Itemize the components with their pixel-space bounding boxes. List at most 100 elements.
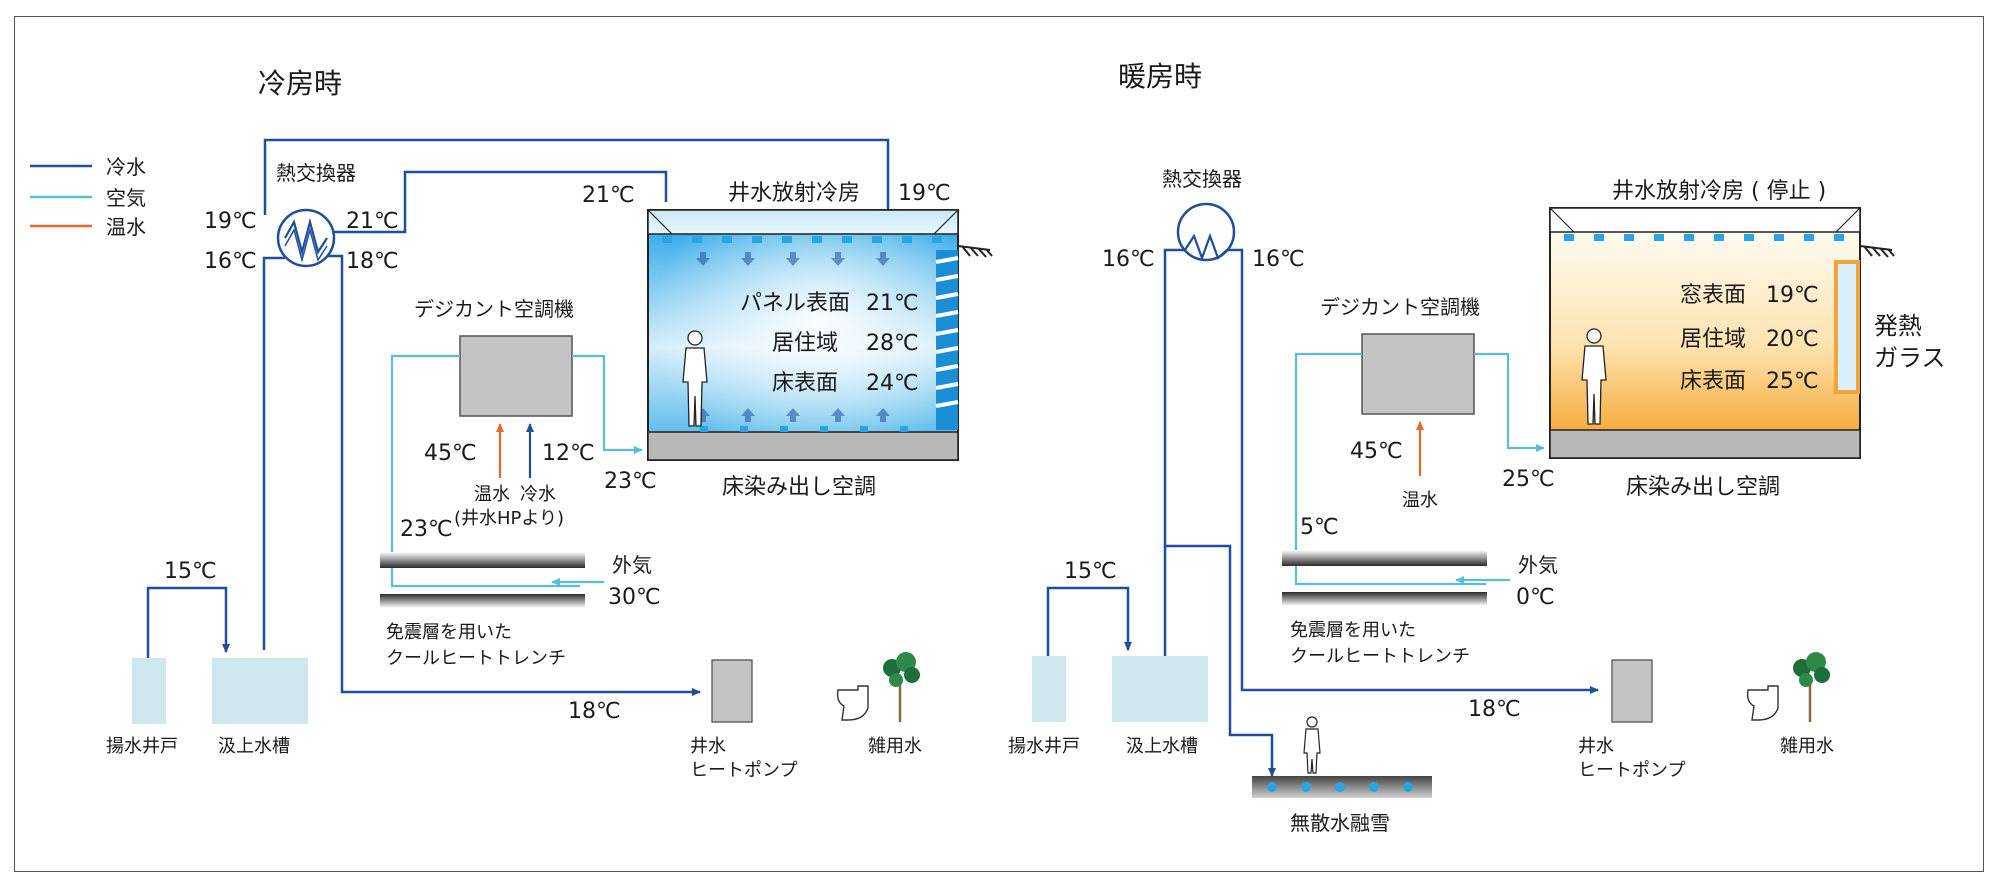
heating-tank-to-hx-pipe	[1163, 248, 1185, 656]
cooling-warm-label: 温水	[474, 484, 510, 505]
cooling-hx-temp-out-bottom: 18℃	[346, 249, 399, 274]
cooling-zone-label: 居住域	[772, 331, 838, 356]
cooling-zone-temp: 28℃	[866, 331, 919, 356]
cooling-well-label: 揚水井戸	[106, 736, 178, 757]
heating-hx-temp-right: 16℃	[1252, 247, 1305, 272]
heating-panel-dots	[1564, 234, 1844, 241]
cooling-hx-coil2-icon	[284, 227, 328, 263]
cooling-trench-line1: 免震層を用いた	[386, 622, 512, 643]
heating-zone-label: 居住域	[1680, 327, 1746, 352]
heating-radiant-panel	[1549, 207, 1861, 233]
heating-pedestrian-icon	[1303, 716, 1321, 774]
heating-trench-line2: クールヒートトレンチ	[1290, 646, 1470, 667]
cooling-well	[132, 658, 166, 724]
heating-toilet-icon	[1746, 685, 1779, 721]
cooling-hx-temp-in-bottom: 16℃	[204, 249, 257, 274]
heating-snow-melt-label: 無散水融雪	[1290, 811, 1390, 835]
diagram-frame	[14, 16, 1984, 872]
heating-tank	[1112, 656, 1208, 722]
cooling-room-title: 井水放射冷房	[728, 181, 860, 206]
cooling-title: 冷房時	[258, 67, 342, 100]
heating-outside-label: 外気	[1518, 553, 1558, 577]
legend-cold-water-label: 冷水	[106, 155, 146, 179]
cooling-hx-temp-out-top: 21℃	[346, 209, 399, 234]
cooling-supply-pipe	[263, 138, 892, 227]
heating-heat-pump	[1611, 659, 1653, 723]
heating-window-temp: 19℃	[1766, 283, 1819, 308]
heating-desiccant-label: デジカント空調機	[1320, 295, 1480, 319]
cooling-room: パネル表面 21℃ 居住域 28℃ 床表面 24℃	[647, 209, 993, 461]
cooling-person-icon	[682, 330, 708, 427]
cooling-panel-label: パネル表面	[740, 291, 850, 316]
cooling-floor	[647, 431, 959, 461]
cooling-outside-temp: 30℃	[608, 585, 661, 610]
cooling-tank-to-hx-pipe	[262, 256, 285, 650]
heating-heat-exchanger-icon	[1176, 202, 1236, 262]
heating-trench-bottom	[1282, 592, 1487, 606]
heating-tree-icon	[1793, 652, 1830, 722]
heating-zone-temp: 20℃	[1766, 327, 1819, 352]
cooling-room-caption: 床染み出し空調	[722, 475, 876, 500]
cooling-warm-temp: 45℃	[424, 441, 477, 466]
heating-room: 窓表面 19℃ 居住域 20℃ 床表面 25℃	[1549, 207, 1895, 459]
heating-intake-air-duct	[1294, 352, 1486, 586]
cooling-desiccant-label: デジカント空調機	[414, 297, 574, 321]
heating-room-title: 井水放射冷房 ( 停止 )	[1612, 179, 1826, 204]
cooling-cold-temp: 12℃	[542, 441, 595, 466]
cooling-trench-out-temp: 23℃	[400, 517, 453, 542]
heating-heated-glass	[1834, 260, 1860, 394]
heating-tank-label: 汲上水槽	[1126, 736, 1198, 757]
heating-floor-temp: 25℃	[1766, 369, 1819, 394]
cooling-eave-icon	[957, 245, 993, 258]
heating-hx-to-hp-pipe	[1227, 248, 1599, 694]
heating-floor	[1549, 429, 1861, 459]
heating-well	[1032, 656, 1066, 722]
cooling-tank	[212, 658, 308, 724]
heating-floor-label: 床表面	[1680, 369, 1746, 394]
cooling-misc-water-label: 雑用水	[868, 736, 922, 757]
heating-trench-top	[1282, 550, 1487, 566]
cooling-well-temp: 15℃	[164, 559, 217, 584]
cooling-hp-line2: ヒートポンプ	[690, 760, 797, 781]
cooling-window-louvers	[935, 250, 959, 430]
cooling-heat-exchanger-label: 熱交換器	[276, 161, 356, 185]
legend-warm-water-label: 温水	[106, 215, 146, 239]
heating-hx-temp-left: 16℃	[1102, 247, 1155, 272]
cooling-tree-icon	[883, 652, 920, 722]
cooling-supply-air-temp: 23℃	[604, 469, 657, 494]
cooling-up-arrows	[696, 408, 890, 422]
cooling-panel-temp: 21℃	[866, 291, 919, 316]
cooling-hx-temp-in-top: 19℃	[204, 209, 257, 234]
cooling-cold-label: 冷水	[520, 484, 556, 505]
heating-warm-label: 温水	[1402, 490, 1438, 511]
heating-desiccant-unit	[1361, 333, 1475, 415]
cooling-hp-line1: 井水	[690, 736, 726, 757]
cooling-tank-label: 汲上水槽	[218, 736, 290, 757]
heating-trench-line1: 免震層を用いた	[1290, 620, 1416, 641]
cooling-down-arrows	[696, 252, 890, 266]
heating-outside-temp: 0℃	[1516, 585, 1555, 610]
cooling-intake-air-duct	[390, 354, 580, 588]
heating-glass-line2: ガラス	[1874, 344, 1946, 372]
heating-window-label: 窓表面	[1680, 283, 1746, 308]
heating-misc-water-label: 雑用水	[1780, 736, 1834, 757]
cooling-hp-temp: 18℃	[568, 699, 621, 724]
heating-room-caption: 床染み出し空調	[1626, 475, 1780, 500]
heating-well-temp: 15℃	[1064, 559, 1117, 584]
heating-hp-line2: ヒートポンプ	[1578, 760, 1685, 781]
cooling-desiccant-unit	[459, 335, 573, 417]
cooling-panel-dots	[662, 236, 942, 243]
heating-supply-air-duct	[1474, 352, 1545, 452]
heating-snow-melt-pipe	[1165, 544, 1276, 777]
cooling-trench-line2: クールヒートトレンチ	[386, 648, 566, 669]
legend-air-label: 空気	[106, 186, 146, 210]
heating-supply-air-temp: 25℃	[1502, 467, 1555, 492]
heating-section: 暖房時 熱交換器 16℃ 16℃	[1008, 60, 1946, 835]
heating-glass-line1: 発熱	[1874, 312, 1922, 340]
heating-snow-melt-pipes	[1267, 782, 1413, 792]
cooling-outside-label: 外気	[612, 553, 652, 577]
cooling-hx-coil-icon	[284, 217, 328, 257]
heating-hp-temp: 18℃	[1468, 697, 1521, 722]
heating-well-label: 揚水井戸	[1008, 736, 1080, 757]
